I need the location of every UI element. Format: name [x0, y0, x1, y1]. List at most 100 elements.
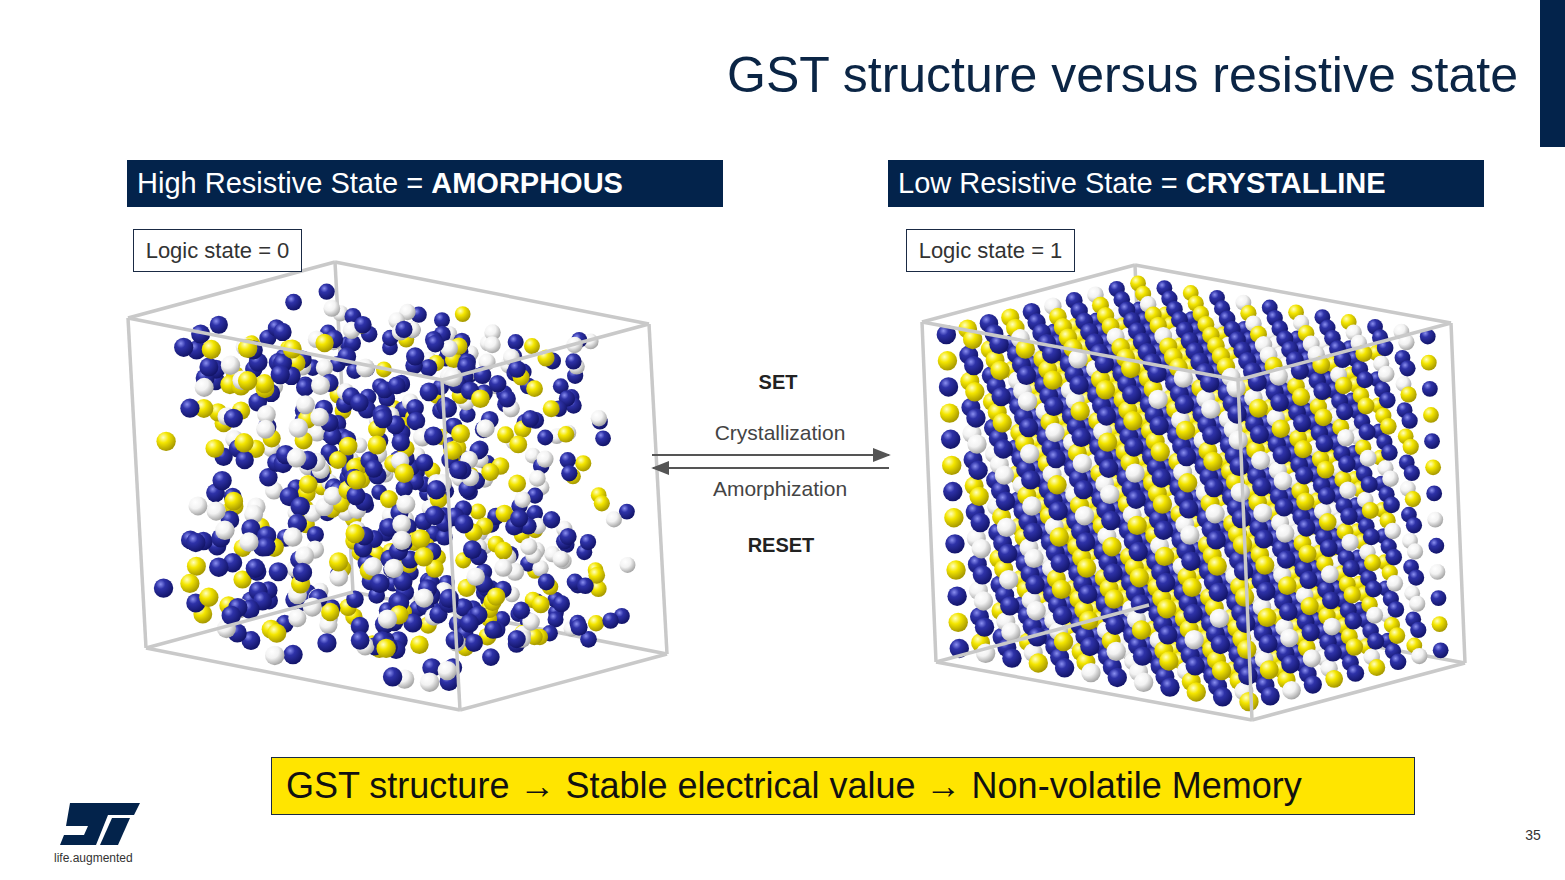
atom [1301, 597, 1319, 615]
atom [553, 595, 570, 612]
atom [548, 611, 564, 627]
atom [388, 377, 406, 395]
atom [1319, 513, 1337, 531]
atom [1428, 538, 1444, 554]
atom [310, 408, 329, 427]
amorphous-cube [128, 262, 667, 710]
atom [1335, 377, 1352, 394]
atom [594, 495, 610, 511]
atom [246, 559, 265, 578]
atom [1321, 565, 1339, 583]
cube-back-edges [335, 262, 667, 654]
atom [1281, 655, 1300, 674]
atom [1318, 487, 1336, 505]
atom [187, 557, 206, 576]
atom [392, 531, 411, 550]
edge-bar [1540, 0, 1565, 147]
atom [406, 347, 424, 365]
atom [1303, 649, 1321, 667]
atom [209, 557, 228, 576]
atom [543, 511, 560, 528]
atom [323, 300, 340, 317]
atom [1304, 675, 1322, 693]
atom [271, 365, 290, 384]
atom [299, 475, 318, 494]
atom [538, 574, 555, 591]
atom [1423, 407, 1439, 423]
atom [1404, 465, 1420, 481]
atom [1387, 575, 1404, 592]
atom [1382, 470, 1399, 487]
atom [212, 471, 231, 490]
atom [1299, 571, 1317, 589]
atom [521, 410, 539, 428]
atom [329, 552, 348, 571]
atom [1411, 648, 1427, 664]
atom [407, 412, 426, 431]
atom [1320, 539, 1338, 557]
atom [307, 526, 324, 543]
atom [420, 382, 439, 401]
atom [1336, 403, 1353, 420]
atom [494, 559, 512, 577]
atom [1297, 519, 1315, 537]
atom [482, 648, 500, 666]
atom [438, 661, 457, 680]
atom [427, 480, 446, 499]
atom [476, 419, 494, 437]
atom [1273, 446, 1292, 465]
atom [498, 390, 515, 407]
atom [285, 294, 302, 311]
atom [283, 527, 302, 546]
atom [1345, 612, 1362, 629]
atom [466, 567, 485, 586]
atom [487, 587, 505, 605]
atom [1276, 524, 1295, 543]
atom [392, 433, 410, 451]
atom [189, 497, 208, 516]
atom [1410, 622, 1426, 638]
atom [1360, 450, 1377, 467]
atom [267, 624, 286, 643]
atom [1346, 638, 1363, 655]
atom [1378, 366, 1395, 383]
atom [1379, 392, 1396, 409]
atom [512, 602, 530, 620]
atom [449, 461, 467, 479]
atoms [154, 284, 636, 692]
atom [1280, 629, 1299, 648]
atom [207, 502, 226, 521]
atom [1380, 418, 1397, 435]
atom [210, 316, 228, 334]
atom [1407, 543, 1423, 559]
atom [1324, 644, 1342, 662]
atom [370, 574, 389, 593]
atom [1282, 681, 1301, 700]
atom [543, 400, 560, 417]
atom [1384, 523, 1401, 540]
atom [1383, 497, 1400, 514]
atom [287, 448, 306, 467]
atom [315, 334, 333, 352]
atom [460, 614, 479, 633]
atom [481, 463, 499, 481]
atom [416, 454, 434, 472]
atom [319, 284, 335, 300]
atom [565, 353, 581, 369]
atom [602, 612, 618, 628]
atom [1399, 360, 1415, 376]
atom [420, 673, 439, 692]
atom [552, 550, 569, 567]
atom [199, 588, 218, 607]
atom [1314, 408, 1332, 426]
atom [620, 557, 636, 573]
atom [1368, 659, 1385, 676]
atom [484, 621, 502, 639]
atom [1294, 440, 1312, 458]
atom [154, 578, 173, 597]
cube-edge [442, 380, 460, 710]
atom [537, 451, 554, 468]
atom [1422, 381, 1438, 397]
atom [238, 371, 257, 390]
